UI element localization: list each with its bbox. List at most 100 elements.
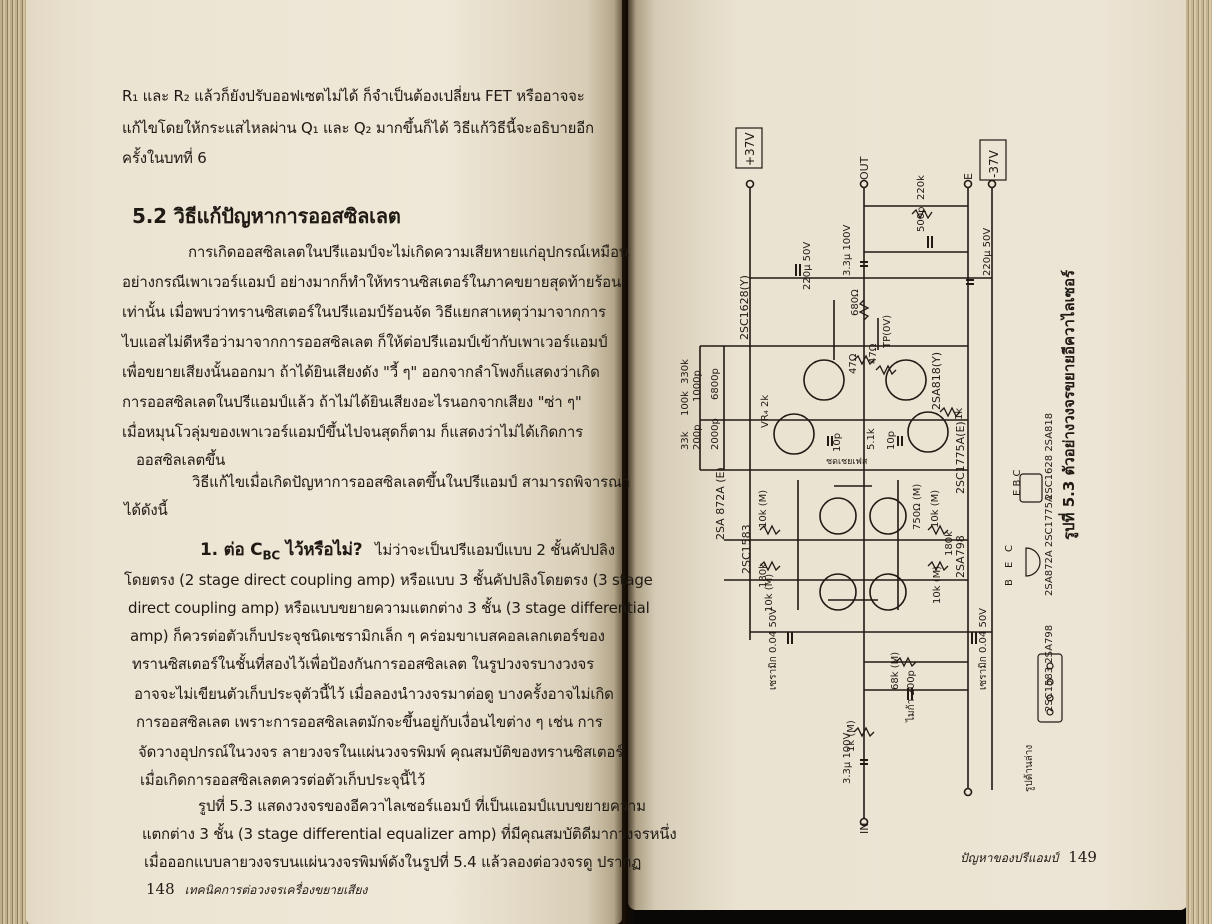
label-180k-a: 180k <box>758 563 769 588</box>
text-line: เพื่อขยายเสียงนั้นออกมา ถ้าได้ยินเสียงดั… <box>122 363 600 381</box>
capacitors <box>787 236 977 765</box>
supply-plus37-label: +37V <box>743 132 757 166</box>
subheading-label: 1. ต่อ C <box>200 540 263 560</box>
text-line: จัดวางอุปกรณ์ในวงจร ลายวงจรในแผ่นวงจรพิม… <box>138 743 624 761</box>
label-47-ohm-a: 47Ω <box>848 353 859 374</box>
pin-label-1: 2SC1628 2SA818 <box>1044 413 1055 500</box>
right-page-footer: ปัญหาของปรีแอมป์ 149 <box>960 848 1097 868</box>
text-line: amp) ก็ควรต่อตัวเก็บประจุชนิดเซรามิกเล็ก… <box>130 627 605 645</box>
left-page <box>26 0 622 924</box>
text-line: การเกิดออสซิลเลตในปรีแอมป์จะไม่เกิดความเ… <box>188 243 629 261</box>
label-2sc1628: 2SC1628(Y) <box>738 275 751 340</box>
text-line: ไม่ว่าจะเป็นปรีแอมป์แบบ 2 ชั้นคัปปลิง <box>374 541 615 559</box>
transistors <box>773 359 949 611</box>
circuit-wiring <box>699 205 992 691</box>
label-mica: ไมก้า 200p <box>905 670 917 723</box>
pin-b: B <box>1004 579 1015 586</box>
text-line: เมื่อออกแบบลายวงจรบนแผ่นวงจรพิมพ์ดังในรู… <box>144 853 642 871</box>
text-line: R₁ และ R₂ แล้วก็ยังปรับออฟเซตไม่ได้ ก็จำ… <box>122 87 585 105</box>
label-2000p: 2000p <box>710 418 721 450</box>
label-750-ohm: 750Ω (M) <box>912 484 923 530</box>
label-10k-m-d: 10k (M) <box>932 566 943 604</box>
text-line: เมื่อหมุนโวลุ่มของเพาเวอร์แอมป์ขึ้นไปจนส… <box>122 423 583 441</box>
section-heading: 5.2 วิธีแก้ปัญหาการออสซิลเลต <box>132 204 401 228</box>
text-line: แตกต่าง 3 ชั้น (3 stage differential equ… <box>142 825 677 843</box>
resistors <box>759 208 961 738</box>
label-tp: TP(0V) <box>882 315 893 349</box>
text-line: แก้ไขโดยให้กระแสไหลผ่าน Q₁ และ Q₂ มากขึ้… <box>122 119 594 137</box>
text-line: เมื่อเกิดการออสซิลเลตควรต่อตัวเก็บประจุน… <box>140 771 426 789</box>
text-line: ทรานซิสเตอร์ในชั้นที่สองไว้เพื่อป้องกันก… <box>132 655 595 673</box>
e-terminal-label: E <box>962 173 975 180</box>
label-1k-side: 1k <box>954 408 965 420</box>
label-180k-b: 180k <box>944 531 955 556</box>
label-220u-50v-b: 220μ 50V <box>982 228 993 276</box>
minus37-box <box>979 139 1007 181</box>
pin-label-3: 2SC1583 2SA798 <box>1044 625 1055 712</box>
label-2sa818: 2SA818(Y) <box>930 352 943 410</box>
label-2sa798: 2SA798 <box>954 535 967 578</box>
label-500p: 500p <box>916 207 927 232</box>
text-line: การออสซิลเลต เพราะการออสซิลเลตมักจะขึ้นอ… <box>136 713 603 731</box>
label-200p: 200p <box>692 425 703 450</box>
pin-label-2: 2SA872A 2SC1775A <box>1044 495 1055 596</box>
label-1k-m: 1k (M) <box>846 720 857 752</box>
text-line: รูปที่ 5.3 แสดงวงจรของอีควาไลเซอร์แอมป์ … <box>198 797 646 815</box>
label-10k-m-b: 10k (M) <box>930 490 941 528</box>
figure-caption: รูปที่ 5.3 ตัวอย่างวงจรขยายอีควาไลเซอร์ <box>1058 269 1079 540</box>
running-title: เทคนิคการต่อวงจรเครื่องขยายเสียง <box>184 883 368 897</box>
pinout-diagrams <box>1019 473 1063 723</box>
label-33k: 33k <box>680 431 691 450</box>
label-680-ohm: 680Ω <box>850 289 861 316</box>
text-line: เท่านั้น เมื่อพบว่าทรานซิสเตอร์ในปรีแอมป… <box>122 303 606 321</box>
label-220u-50v: 220μ 50V <box>802 242 813 290</box>
label-47-ohm-b: 47Ω <box>868 343 879 364</box>
book-gutter <box>614 0 636 924</box>
out-terminal-label: OUT <box>858 156 871 180</box>
label-phase-note: ชดเชยเฟส <box>826 457 868 467</box>
label-5-1k: 5.1k <box>866 428 877 450</box>
bottom-view-label: รูปด้านล่าง <box>1023 745 1035 792</box>
text-line: direct coupling amp) หรือแบบขยายความแตกต… <box>128 599 650 617</box>
label-2sc1775: 2SC1775A(E) <box>954 421 967 494</box>
label-2sa872: 2SA 872A (E) <box>714 467 727 540</box>
pin-e: E <box>1004 562 1015 568</box>
subheading-cbc: 1. ต่อ CBC ไว้หรือไม่? ไม่ว่าจะเป็นปรีแอ… <box>200 540 615 565</box>
pin-c: C <box>1004 545 1015 552</box>
label-2sc1583: 2SC1583 <box>740 524 753 574</box>
text-line: ออสซิลเลตขึ้น <box>136 451 226 469</box>
page-number: 149 <box>1068 848 1097 866</box>
label-330k: 330k <box>680 359 691 384</box>
schematic-figure: +37V -37V OUT E IN 220k 500p 220μ 50V 3.… <box>680 127 1079 834</box>
running-title: ปัญหาของปรีแอมป์ <box>960 851 1059 865</box>
text-line: วิธีแก้ไขเมื่อเกิดปัญหาการออสซิลเลตขึ้นใ… <box>192 473 630 491</box>
label-vr4: VR₄ 2k <box>760 395 771 428</box>
page-number: 148 <box>146 880 175 898</box>
text-line: ครั้งในบทที่ 6 <box>122 149 207 167</box>
label-1000p: 1000p <box>692 370 703 402</box>
subheading-subscript: BC <box>262 548 281 563</box>
label-68k: 68k (M) <box>890 652 901 690</box>
label-10k-m-a: 10k (M) <box>758 490 769 528</box>
text-line: อย่างกรณีเพาเวอร์แอมป์ อย่างมากก็ทำให้ทร… <box>122 273 622 291</box>
right-page-edges <box>1186 0 1212 924</box>
right-page <box>628 0 1188 910</box>
text-line: โดยตรง (2 stage direct coupling amp) หรื… <box>124 571 653 589</box>
subheading-rest: ไว้หรือไม่? <box>280 540 363 560</box>
left-page-footer: 148 เทคนิคการต่อวงจรเครื่องขยายเสียง <box>146 880 367 900</box>
text-line: การออสซิลเลตในปรีแอมป์แล้ว ถ้าไม่ได้ยินเ… <box>122 393 582 411</box>
label-6800p: 6800p <box>710 368 721 400</box>
pin-ebc-1: E B C <box>1012 469 1023 496</box>
text-line: ได้ดังนี้ <box>124 501 168 519</box>
label-220k: 220k <box>916 175 927 200</box>
supply-minus37-label: -37V <box>987 149 1001 178</box>
label-10k-m-c: 10k (M) <box>764 574 775 612</box>
label-10p-b: 10p <box>886 431 897 450</box>
label-3-3u-in: 3.3μ 100V <box>842 732 853 784</box>
label-10p-a: 10p <box>832 433 843 452</box>
text-line: อาจจะไม่เขียนตัวเก็บประจุตัวนี้ไว้ เมื่อ… <box>134 685 614 703</box>
text-line: ไบแอสไม่ดีหรือว่ามาจากการออสซิลเลต ก็ให้… <box>122 333 608 351</box>
in-terminal-label: IN <box>858 823 871 834</box>
label-3-3u-100v: 3.3μ 100V <box>842 224 853 276</box>
